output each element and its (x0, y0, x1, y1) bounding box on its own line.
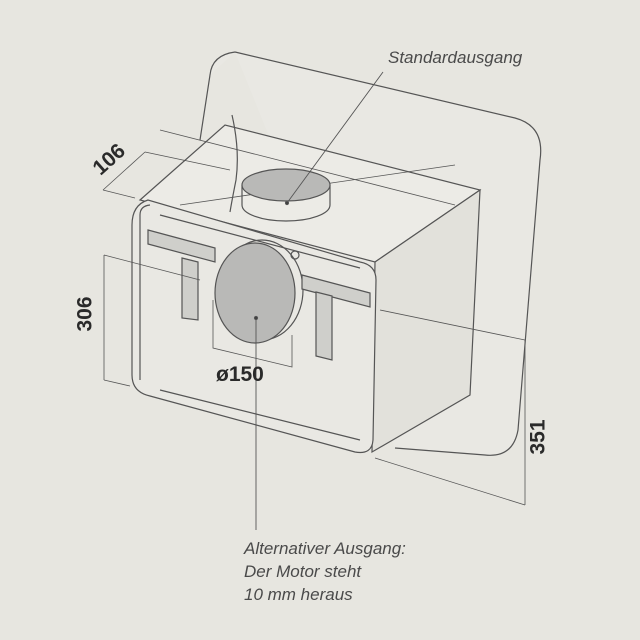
total-height-dimension: 351 (526, 419, 550, 455)
standard-outlet-label: Standardausgang (388, 48, 523, 67)
alt-outlet-line: 10 mm heraus (244, 585, 353, 604)
front-outlet (214, 242, 296, 344)
alt-outlet-line: Der Motor steht (244, 562, 362, 581)
top-outlet (241, 168, 331, 202)
alt-outlet-line: Alternativer Ausgang: (244, 539, 406, 558)
front-height-dimension: 306 (73, 296, 97, 332)
alt-outlet-label: Alternativer Ausgang: Der Motor steht 10… (244, 537, 406, 606)
diameter-dimension: ø150 (216, 363, 264, 386)
